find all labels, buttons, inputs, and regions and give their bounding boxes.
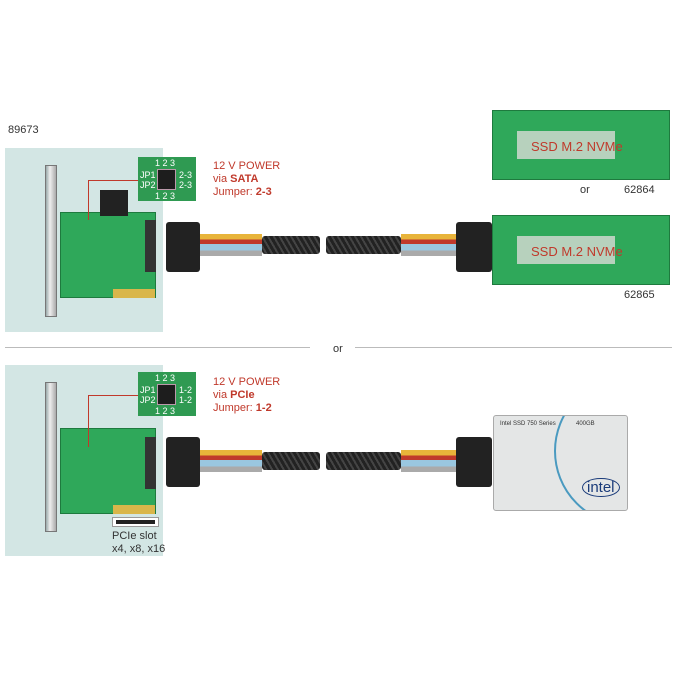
via-label: via: [213, 389, 231, 401]
product-id-89673: 89673: [8, 124, 39, 136]
slot-sizes: x4, x8, x16: [112, 543, 166, 555]
pci-bracket: [45, 165, 57, 317]
u2-port: [145, 220, 156, 272]
jp2-label: JP2: [140, 180, 156, 190]
sff8639-connector: [456, 222, 492, 272]
power-title: 12 V POWER: [213, 376, 281, 388]
jp2-setting: 1-2: [179, 395, 193, 405]
jumper-callout-line: [88, 395, 138, 447]
jp1-setting: 1-2: [179, 385, 193, 395]
pin-numbers: 1 2 3: [155, 158, 176, 168]
pin-numbers: 1 2 3: [155, 191, 176, 201]
pcie-contacts: [113, 505, 155, 514]
jumper-callout-line: [88, 180, 138, 220]
sata-power-connector: [100, 190, 128, 216]
ssd-label: SSD M.2 NVMe: [531, 244, 623, 259]
jumper-label: Jumper:: [213, 402, 256, 414]
power-source: SATA: [230, 173, 259, 185]
ssd-series: Intel SSD 750 Series: [500, 421, 556, 427]
braided-cable: [262, 236, 320, 254]
sff8643-connector: [166, 222, 200, 272]
braided-cable: [262, 452, 320, 470]
intel-logo: intel: [582, 478, 620, 497]
product-id-62865: 62865: [624, 289, 655, 301]
cable-wires: [200, 234, 262, 256]
cable-wires: [401, 450, 456, 472]
jp2-label: JP2: [140, 395, 156, 405]
jumper-diagram-bottom: 1 2 3 JP1 JP2 1-2 1-2 1 2 3: [138, 372, 196, 416]
jp2-setting: 2-3: [179, 180, 193, 190]
pci-bracket: [45, 382, 57, 532]
slot-label: PCIe slot: [112, 530, 157, 542]
jumper-diagram-top: 1 2 3 JP1 JP2 2-3 2-3 1 2 3: [138, 157, 196, 201]
jumper-label: Jumper:: [213, 186, 256, 198]
intel-ssd-750: Intel SSD 750 Series 400GB intel: [493, 415, 628, 511]
braided-cable: [326, 236, 401, 254]
braided-cable: [326, 452, 401, 470]
sff8639-connector: [456, 437, 492, 487]
pin-numbers: 1 2 3: [155, 406, 176, 416]
product-id-62864: 62864: [624, 184, 655, 196]
pcie-slot-note: PCIe slot x4, x8, x16: [112, 530, 165, 556]
jumper-pins: [157, 384, 176, 405]
sff8643-connector: [166, 437, 200, 487]
jp1-setting: 2-3: [179, 170, 193, 180]
jp1-label: JP1: [140, 385, 156, 395]
cable-wires: [200, 450, 262, 472]
pcie-adapter-card: [60, 212, 156, 298]
jumper-pins: [157, 169, 176, 190]
via-label: via: [213, 173, 231, 185]
power-source: PCIe: [230, 389, 255, 401]
power-note-bottom: 12 V POWER via PCIe Jumper: 1-2: [213, 376, 280, 415]
pcie-contacts: [113, 289, 155, 298]
power-note-top: 12 V POWER via SATA Jumper: 2-3: [213, 160, 280, 199]
pcie-slot-icon: [112, 517, 159, 527]
pin-numbers: 1 2 3: [155, 373, 176, 383]
m2-adapter-62864: SSD M.2 NVMe: [492, 110, 670, 180]
or-separator: or: [333, 343, 343, 355]
u2-port: [145, 437, 156, 489]
jp1-label: JP1: [140, 170, 156, 180]
jumper-value: 2-3: [255, 186, 272, 198]
jumper-value: 1-2: [255, 402, 272, 414]
cable-wires: [401, 234, 456, 256]
or-label: or: [580, 184, 590, 196]
power-title: 12 V POWER: [213, 160, 281, 172]
divider: [5, 347, 310, 348]
m2-adapter-62865: SSD M.2 NVMe: [492, 215, 670, 285]
ssd-label: SSD M.2 NVMe: [531, 139, 623, 154]
divider: [355, 347, 672, 348]
